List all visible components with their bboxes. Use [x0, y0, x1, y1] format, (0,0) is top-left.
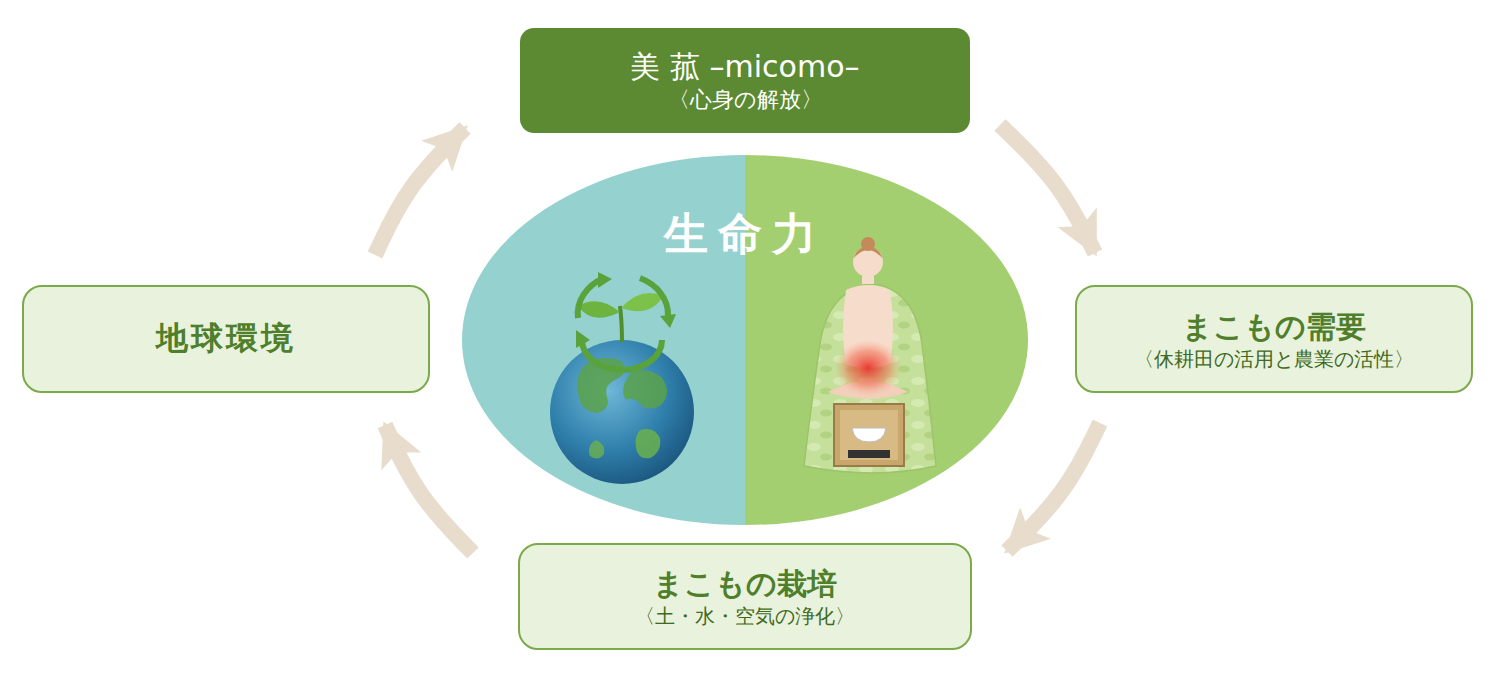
- center-ellipse: 生命力: [462, 155, 1028, 525]
- cycle-box: まこもの栽培〈土・水・空気の浄化〉: [518, 543, 972, 650]
- center-title: 生命力: [664, 205, 826, 262]
- cycle-box: まこもの需要〈休耕田の活用と農業の活性〉: [1075, 285, 1473, 393]
- subtitle: 〈休耕田の活用と農業の活性〉: [1134, 346, 1414, 372]
- cycle-box: 地球環境: [22, 285, 430, 393]
- box-title: 地球環境: [156, 318, 296, 360]
- cycle-arrow: [1007, 423, 1100, 551]
- subtitle: 〈心身の解放〉: [668, 86, 823, 115]
- cycle-arrow: [375, 128, 465, 255]
- brand-title: 美 菰 –micomo–: [630, 47, 859, 86]
- cycle-arrow: [1000, 125, 1095, 253]
- box-title: まこもの栽培: [653, 564, 837, 603]
- subtitle: 〈土・水・空気の浄化〉: [635, 603, 855, 629]
- title-box: 美 菰 –micomo–〈心身の解放〉: [520, 28, 970, 133]
- cycle-arrow: [385, 425, 473, 553]
- box-title: まこもの需要: [1182, 307, 1366, 346]
